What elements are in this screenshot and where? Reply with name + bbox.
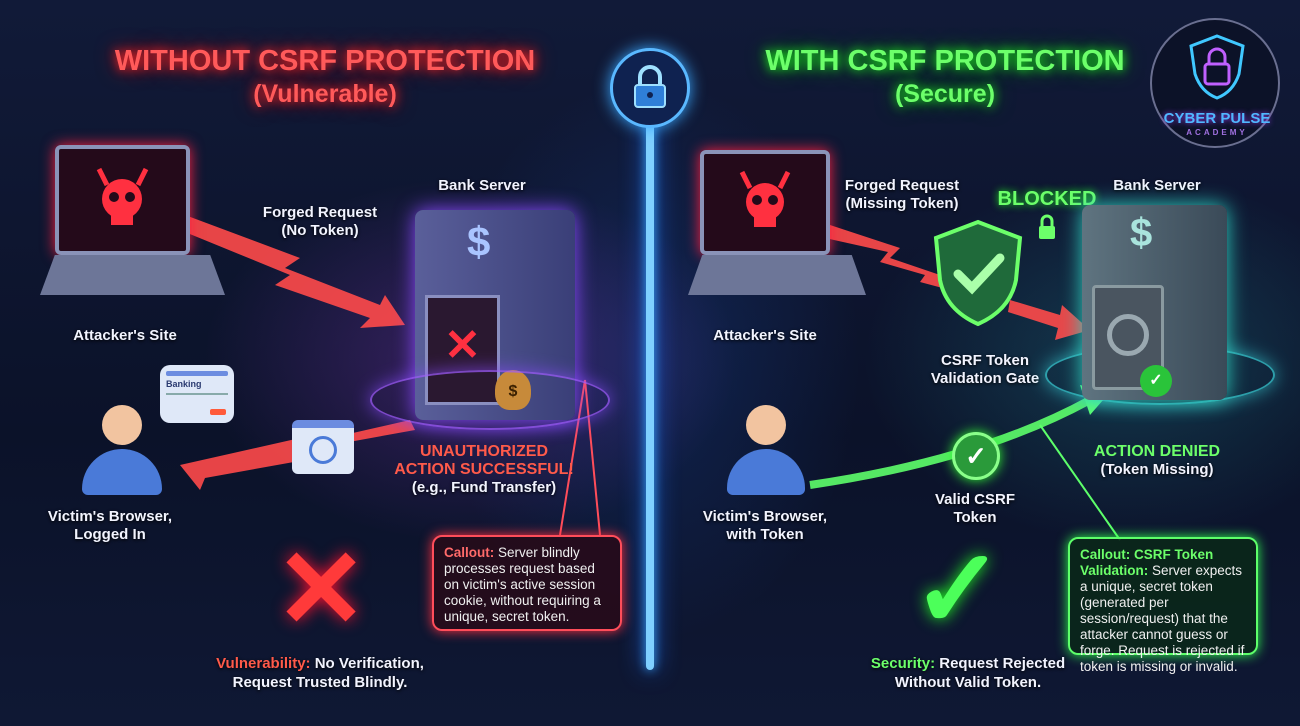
right-victim-label-line2: with Token xyxy=(726,526,804,543)
left-result-line2: ACTION SUCCESSFUL! xyxy=(394,461,574,478)
left-victim-avatar xyxy=(82,405,162,497)
right-attacker-label: Attacker's Site xyxy=(713,327,817,344)
lock-icon xyxy=(634,65,666,108)
left-victim-label-line1: Victim's Browser, xyxy=(47,508,173,525)
right-callout: Callout: CSRF Token Validation: Server e… xyxy=(1068,537,1258,674)
banking-popup-label: Banking xyxy=(166,379,202,389)
right-subtitle: (Secure) xyxy=(894,80,996,108)
right-callout-heading: Callout: CSRF Token Validation: xyxy=(1080,547,1214,578)
valid-token-arrow xyxy=(809,396,1092,489)
blocked-lock-icon xyxy=(1037,214,1057,240)
right-victim-avatar xyxy=(727,405,805,497)
dollar-icon: $ xyxy=(467,218,491,265)
attacker-laptop-base xyxy=(40,255,225,295)
left-callout-text: Server blindly processes request based o… xyxy=(444,545,601,624)
banking-popup: Banking xyxy=(160,365,234,423)
right-forged-request-line2: (Missing Token) xyxy=(845,195,959,212)
left-server-platform xyxy=(370,370,610,430)
center-divider xyxy=(646,120,654,670)
big-check-icon: ✓ xyxy=(912,528,1005,651)
blocked-label: BLOCKED xyxy=(997,188,1097,210)
left-forged-request-line1: Forged Request xyxy=(262,204,378,221)
x-icon: ✕ xyxy=(444,321,481,370)
dollar-icon: $ xyxy=(1130,211,1153,255)
left-result-line3: (e.g., Fund Transfer) xyxy=(411,479,557,496)
left-result-line1: UNAUTHORIZED xyxy=(420,443,548,460)
right-bank-server: $ ✓ xyxy=(1082,205,1227,400)
right-result-line2: (Token Missing) xyxy=(1100,461,1214,478)
browser-user-icon xyxy=(292,420,354,474)
left-summary-line1: Vulnerability: No Verification, xyxy=(216,655,424,673)
logo-sub: ACADEMY xyxy=(1186,128,1248,137)
devil-skull-icon xyxy=(739,170,791,227)
right-summary-heading: Security: xyxy=(870,655,936,672)
cyber-pulse-logo: CYBER PULSE ACADEMY xyxy=(1150,18,1280,148)
devil-skull-icon xyxy=(96,167,149,225)
right-summary-text1: Request Rejected xyxy=(935,655,1066,672)
big-x-icon: ✕ xyxy=(275,528,368,651)
left-attacker-label: Attacker's Site xyxy=(73,327,177,344)
valid-token-badge-icon: ✓ xyxy=(952,432,1000,480)
right-server-label: Bank Server xyxy=(1113,177,1201,194)
callout-pointer xyxy=(1039,424,1121,541)
left-subtitle: (Vulnerable) xyxy=(253,80,397,108)
left-summary-text1: No Verification, xyxy=(310,655,424,672)
shield-lock-icon xyxy=(1189,34,1245,100)
left-server-label: Bank Server xyxy=(438,177,526,194)
right-result-line1: ACTION DENIED xyxy=(1093,443,1221,460)
left-callout-heading: Callout: xyxy=(444,545,495,560)
token-label-line2: Token xyxy=(953,509,997,526)
attacker-laptop xyxy=(55,145,190,255)
left-forged-request-line2: (No Token) xyxy=(281,222,359,239)
gate-label-line2: Validation Gate xyxy=(930,370,1040,387)
left-victim-label-line2: Logged In xyxy=(74,526,146,543)
forged-request-arrow-blocked xyxy=(825,225,950,290)
forged-request-arrow xyxy=(180,215,405,328)
left-title: WITHOUT CSRF PROTECTION xyxy=(114,45,536,77)
left-callout: Callout: Server blindly processes reques… xyxy=(432,535,622,631)
left-summary-heading: Vulnerability: xyxy=(216,655,311,672)
gate-to-server-arrow xyxy=(1008,300,1090,340)
check-badge-icon: ✓ xyxy=(1140,365,1172,397)
csrf-validation-shield xyxy=(930,218,1026,328)
right-forged-request-line1: Forged Request xyxy=(844,177,960,194)
divider-lock-badge xyxy=(610,48,690,128)
logo-name: CYBER PULSE xyxy=(1163,110,1271,127)
right-victim-label-line1: Victim's Browser, xyxy=(702,508,828,525)
right-title: WITH CSRF PROTECTION xyxy=(765,45,1125,77)
left-summary-line2: Request Trusted Blindly. xyxy=(232,674,408,691)
attacker-laptop-base-right xyxy=(688,255,866,295)
attacker-laptop-right xyxy=(700,150,830,255)
right-summary-line2: Without Valid Token. xyxy=(894,674,1042,691)
right-summary-line1: Security: Request Rejected xyxy=(871,655,1065,673)
gate-label-line1: CSRF Token xyxy=(940,352,1030,369)
right-callout-text: Server expects a unique, secret token (g… xyxy=(1080,563,1245,674)
token-label-line1: Valid CSRF xyxy=(934,491,1016,508)
